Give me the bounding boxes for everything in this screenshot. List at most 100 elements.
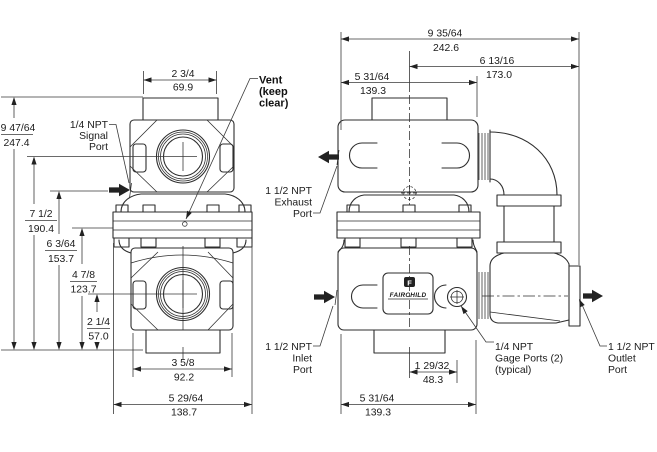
- signal-label-line2: Signal: [79, 131, 108, 142]
- side-lower-slots: [351, 284, 447, 309]
- dim-center-to-gage-mm: 48.3: [423, 375, 443, 386]
- dim-inlet-center-mm: 57.0: [88, 332, 108, 343]
- side-upper-bell: [348, 194, 470, 213]
- tee-right: [553, 252, 570, 267]
- inlet-label-line3: Port: [293, 365, 312, 376]
- front-flange-shoulders: [118, 239, 247, 254]
- lower-thread-hatch: [478, 272, 489, 319]
- brand-logo-letter: F: [407, 279, 412, 288]
- dim-cap-width-mm: 69.9: [173, 83, 193, 94]
- left-guide-lines: [1, 96, 197, 351]
- left-fraction-bars: [1, 134, 110, 329]
- dim-upper-port-center-in: 7 1/2: [29, 209, 52, 220]
- left-dim-columns: [13, 104, 98, 342]
- outlet-flange: [568, 265, 581, 327]
- dim-center-to-outlet-mm: 173.0: [486, 70, 512, 81]
- dim-cap-width-in: 2 3/4: [171, 69, 194, 80]
- vent-label-line3: clear): [259, 98, 289, 110]
- side-view: [336, 95, 581, 378]
- inlet-label-line2: Inlet: [292, 354, 312, 365]
- dim-overall-height-mm: 247.4: [3, 138, 29, 149]
- dim-vent-height-in: 4 7/8: [72, 270, 95, 281]
- outlet-label-line2: Outlet: [608, 354, 636, 365]
- cap-width-dim: [143, 71, 217, 94]
- gage-port-symbol: [446, 286, 468, 308]
- outlet-label-line1: 1 1/2 NPT: [608, 342, 655, 353]
- dim-base-width-in: 5 29/64: [169, 394, 204, 405]
- front-right-boss: [219, 143, 234, 173]
- front-upper-chamfers: [129, 119, 235, 193]
- front-left-boss: [132, 143, 147, 173]
- brand-plate-text: FAIRCHILD: [390, 292, 427, 299]
- dim-vent-height-mm: 123.7: [70, 285, 96, 296]
- dim-side-width-top-in: 5 31/64: [355, 72, 390, 83]
- vent-label-line1: Vent: [259, 75, 283, 87]
- brand-plate: [382, 272, 434, 315]
- dim-side-width-top-mm: 139.3: [360, 86, 386, 97]
- front-bottom-port: [145, 329, 221, 354]
- front-lower-dome: [130, 254, 234, 264]
- front-lower-left-boss: [132, 280, 147, 310]
- dim-upper-port-center-mm: 190.4: [28, 224, 54, 235]
- vent-label-line2: (keep: [259, 86, 288, 98]
- outlet-flow-arrow-icon: [583, 289, 603, 303]
- port-labels: Vent (keep clear) 1/4 NPT Signal Port 1 …: [70, 75, 656, 377]
- dim-center-to-gage-in: 1 29/32: [415, 361, 450, 372]
- signal-flow-arrow-icon: [109, 183, 130, 197]
- front-lower-right-boss: [219, 280, 234, 310]
- dim-body-width-in: 3 5/8: [171, 358, 194, 369]
- elbow-inner: [489, 178, 505, 196]
- gage-label-line1: 1/4 NPT: [495, 342, 534, 353]
- outlet-leader: [579, 299, 607, 347]
- dim-center-to-outlet-in: 6 13/16: [480, 56, 515, 67]
- dim-overall-width-in: 9 35/64: [428, 29, 463, 40]
- dim-side-width-bottom-in: 5 31/64: [360, 394, 395, 405]
- dimension-lines: [1, 32, 580, 414]
- vent-hole: [182, 221, 188, 227]
- dim-base-width-mm: 138.7: [171, 408, 197, 419]
- vent-leader-arrow-icon: [186, 210, 192, 219]
- front-upper-body: [129, 119, 235, 193]
- dim-side-width-bottom-mm: 139.3: [365, 408, 391, 419]
- dim-signal-port-height-mm: 153.7: [48, 254, 74, 265]
- side-bottom-port: [373, 329, 446, 354]
- inlet-flow-arrow-icon: [314, 290, 335, 304]
- outlet-label-line3: Port: [608, 365, 627, 376]
- tee-taper-line: [489, 311, 561, 322]
- side-bottom-dims: [340, 334, 477, 414]
- upper-thread-hatch: [478, 133, 489, 180]
- exhaust-flow-arrow-icon: [318, 150, 339, 164]
- front-bottom-dims: [113, 243, 253, 414]
- signal-label-line1: 1/4 NPT: [70, 120, 109, 131]
- leaders-and-arrows: [109, 78, 607, 347]
- vent-leader: [185, 78, 258, 220]
- outlet-piping: [478, 129, 581, 327]
- front-view: [112, 97, 253, 360]
- inlet-label-line1: 1 1/2 NPT: [265, 342, 312, 353]
- pipe-collar-top: [496, 194, 562, 207]
- dim-overall-width-mm: 242.6: [433, 43, 459, 54]
- pipe-sides: [503, 205, 555, 243]
- dim-overall-height-in: 9 47/64: [1, 123, 36, 134]
- elbow-outer: [489, 131, 558, 196]
- dimension-text: 9 47/64 247.4 7 1/2 190.4 6 3/64 153.7 4…: [1, 29, 515, 419]
- signal-leader: [109, 124, 130, 184]
- exhaust-label-line3: Port: [293, 209, 312, 220]
- side-flange-bolts: [344, 204, 473, 248]
- inlet-leader: [313, 305, 334, 347]
- side-upper-slots: [348, 142, 471, 169]
- dim-signal-port-height-in: 6 3/64: [47, 239, 76, 250]
- exhaust-leader: [313, 165, 338, 214]
- side-flange-lines: [337, 220, 480, 231]
- front-lower-chamfers: [130, 251, 234, 331]
- side-top-dims: [340, 32, 580, 265]
- dim-inlet-center-in: 2 1/4: [87, 317, 110, 328]
- signal-label-line3: Port: [89, 142, 108, 153]
- dim-body-width-mm: 92.2: [174, 373, 194, 384]
- front-flange-lines: [113, 220, 252, 231]
- exhaust-label-line2: Exhaust: [274, 198, 312, 209]
- front-upper-bell: [120, 193, 246, 213]
